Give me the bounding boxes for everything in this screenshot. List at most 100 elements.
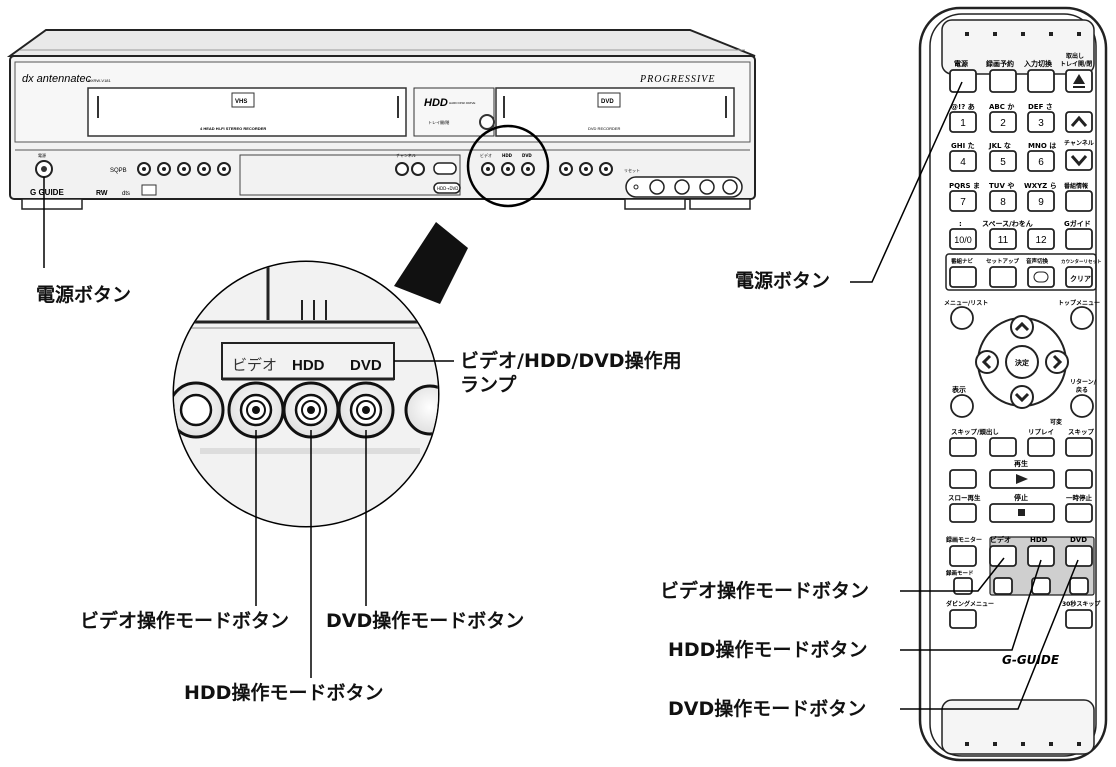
rm-clear-label[interactable]: クリア	[1070, 274, 1091, 283]
rm-num-label-4: GHI た	[951, 141, 975, 150]
rm-key-9[interactable]: 9	[1038, 197, 1044, 208]
rm-menu-label: メニュー/リスト	[944, 300, 988, 307]
rm-num-label-5: JKL な	[988, 141, 1011, 150]
rm-key-8[interactable]: 8	[1000, 197, 1006, 208]
rm-num-label-8: TUV や	[989, 181, 1014, 190]
rm-display-label: 表示	[951, 385, 966, 394]
model-label: DXRW-V181	[88, 78, 112, 83]
tray-label: トレイ開/閉	[428, 119, 449, 125]
remote-dvd-mode-button[interactable]	[1065, 545, 1093, 567]
rm-label-rec-reserve: 録画予約	[986, 59, 1014, 68]
callout-dvd-mode-right: DVD操作モードボタン	[668, 698, 867, 720]
rm-key-5[interactable]: 5	[1000, 157, 1006, 168]
rm-key-6[interactable]: 6	[1038, 157, 1044, 168]
remote-hdd-mode-button[interactable]	[1027, 545, 1055, 567]
rm-gguide-label: Gガイド	[1064, 219, 1091, 228]
rm-play-label: 再生	[1014, 459, 1028, 468]
rm-num-label-3: DEF さ	[1028, 102, 1053, 111]
hdd-dvd-dub-label: HDD→DVD	[437, 186, 458, 191]
channel-small-label: チャンネル	[396, 152, 416, 158]
rm-topmenu-label: トップメニュー	[1058, 299, 1100, 307]
rm-num-label-6: MNO は	[1028, 142, 1056, 150]
hdd-logo: HDD	[424, 97, 448, 109]
callout-hdd-mode-right: HDD操作モードボタン	[668, 639, 868, 661]
rm-stop-label: 停止	[1014, 493, 1028, 502]
lamp-label-dvd: DVD	[350, 357, 382, 374]
rm-skip30-label: 30秒スキップ	[1062, 600, 1101, 608]
rm-skip-fwd-label: スキップ	[1068, 427, 1095, 436]
unit-video-small: ビデオ	[480, 152, 492, 158]
callout-dvd-mode-left: DVD操作モードボタン	[326, 610, 525, 632]
rm-skip-rev-label: スキップ/頭出し	[951, 427, 999, 436]
remote-control: 電源 録画予約 入力切換 取出し トレイ開/閉 @!? あ ABC か DEF …	[918, 6, 1108, 762]
rm-return-label: リターン/	[1070, 378, 1097, 386]
rm-enter-label[interactable]: 決定	[1015, 358, 1029, 367]
callout-power-right: 電源ボタン	[735, 270, 831, 292]
rm-key-10[interactable]: 10/0	[954, 235, 972, 245]
sqpb-label: SQPB	[110, 168, 127, 174]
rm-label-input: 入力切換	[1023, 59, 1053, 68]
remote-leaders	[850, 81, 1079, 710]
zoom-view: ビデオ HDD DVD	[172, 260, 440, 528]
rm-key-12[interactable]: 12	[1035, 235, 1047, 246]
power-small-label: 電源	[38, 152, 46, 158]
callout-power-left: 電源ボタン	[36, 284, 132, 306]
rm-slow-label: スロー再生	[948, 493, 981, 502]
rm-num-label-9: WXYZ ら	[1024, 182, 1057, 190]
rm-dubbing-label: ダビングメニュー	[946, 600, 994, 608]
rm-gguide-logo: G-GUIDE	[1002, 653, 1060, 667]
rm-recmode-label: 録画モード	[946, 569, 974, 577]
callout-video-mode-right: ビデオ操作モードボタン	[660, 580, 870, 602]
rm-counter-label: カウンターリセット	[1061, 258, 1102, 265]
highlight-circle	[466, 124, 550, 208]
rm-num-label-11: スペース/わをん	[982, 219, 1033, 228]
rm-return-label-2: 戻る	[1075, 386, 1088, 394]
rm-num-label-7: PQRS ま	[949, 181, 980, 190]
remote-input-button[interactable]	[1027, 69, 1055, 93]
rm-num-label-2: ABC か	[989, 103, 1014, 111]
callout-hdd-mode-left: HDD操作モードボタン	[184, 682, 384, 704]
recorder-unit: dx antennatec DXRW-V181 PROGRESSIVE VHS …	[6, 29, 756, 210]
rm-num-label-10: :	[959, 220, 962, 228]
zoom-leaders	[255, 360, 454, 678]
unit-dvd-small: DVD	[522, 153, 532, 158]
rm-setup-label: セットアップ	[986, 257, 1020, 265]
rm-key-3[interactable]: 3	[1038, 118, 1044, 129]
dvd-logo: DVD	[601, 99, 614, 105]
brand-logo: dx antennatec	[22, 73, 92, 85]
rm-navi-label: 番組ナビ	[950, 257, 974, 265]
rm-label-power: 電源	[954, 59, 968, 68]
lamp-label-hdd: HDD	[292, 357, 325, 374]
rm-pause-label: 一時停止	[1066, 493, 1093, 502]
rm-channel-label: チャンネル	[1064, 139, 1094, 147]
remote-rec-reserve-button[interactable]	[989, 69, 1017, 93]
rm-key-11[interactable]: 11	[998, 235, 1009, 246]
rm-label-eject: 取出し	[1066, 52, 1084, 60]
callout-video-mode-left: ビデオ操作モードボタン	[80, 610, 290, 632]
rm-variable-label: 可変	[1050, 418, 1062, 426]
vhs-logo: VHS	[235, 99, 247, 105]
svg-text:G GUIDE: G GUIDE	[30, 188, 64, 197]
rm-recmon-label: 録画モニター	[946, 536, 982, 544]
zoom-arrow	[394, 222, 468, 304]
svg-text:dts: dts	[122, 191, 130, 197]
series-label: PROGRESSIVE	[639, 74, 715, 85]
rm-mode-dvd-label: DVD	[1070, 536, 1087, 544]
lamp-label-video: ビデオ	[232, 356, 277, 374]
rm-num-label-1: @!? あ	[951, 102, 975, 111]
rm-mode-video-label: ビデオ	[990, 535, 1011, 544]
rm-key-4[interactable]: 4	[960, 157, 966, 168]
rm-key-2[interactable]: 2	[1000, 118, 1006, 129]
callout-lamp-line2: ランプ	[460, 374, 517, 396]
callout-lamp-line1: ビデオ/HDD/DVD操作用	[460, 350, 682, 372]
rm-audio-label: 音声切換	[1026, 257, 1049, 265]
rm-mode-hdd-label: HDD	[1030, 536, 1048, 544]
remote-video-mode-button[interactable]	[989, 545, 1017, 567]
hdd-sub: HARD DISK DRIVE	[449, 101, 475, 105]
rm-program-info-label: 番組情報	[1063, 182, 1089, 190]
rm-key-7[interactable]: 7	[960, 197, 966, 208]
remote-power-button[interactable]	[949, 69, 977, 93]
rm-key-1[interactable]: 1	[960, 118, 966, 129]
unit-hdd-small: HDD	[502, 153, 513, 158]
